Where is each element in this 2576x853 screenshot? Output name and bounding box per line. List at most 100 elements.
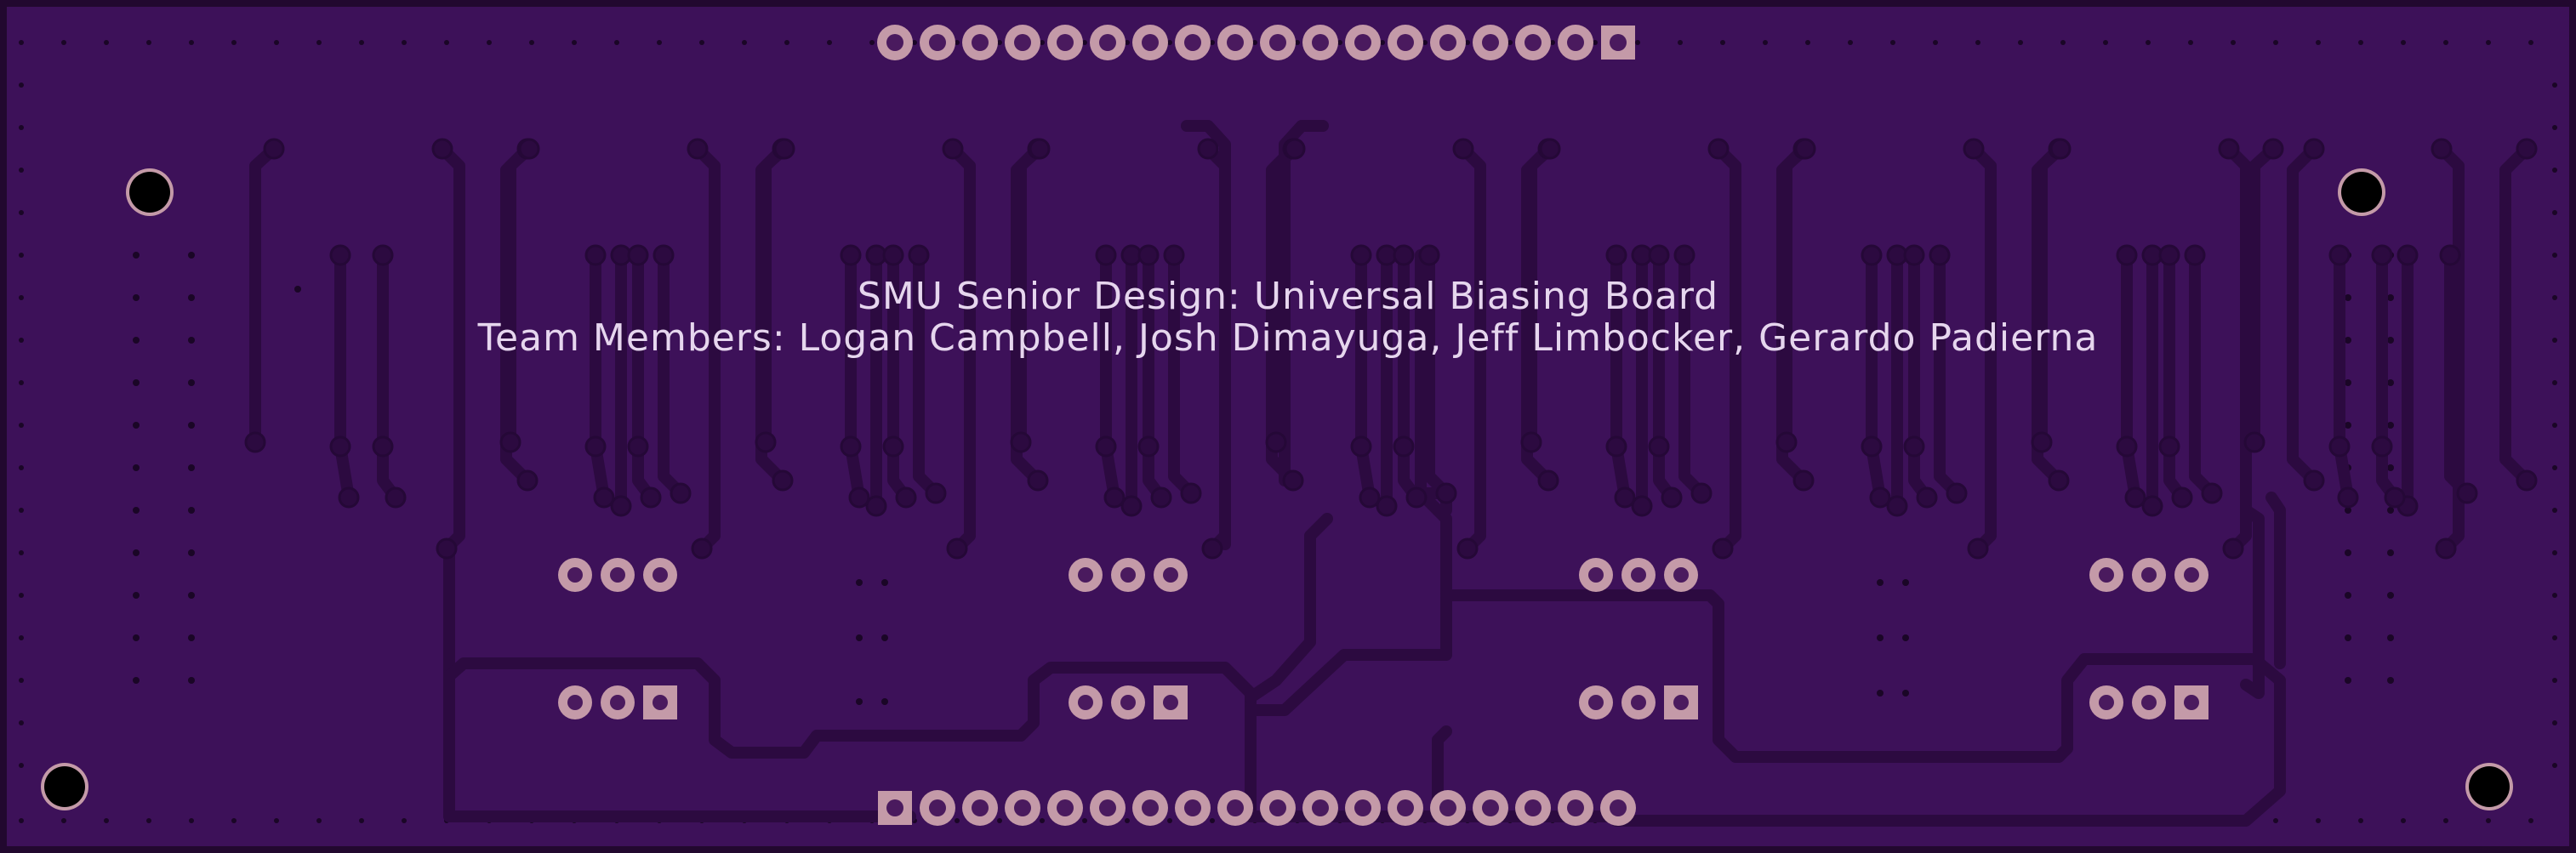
trace-via (2337, 486, 2359, 509)
via (2401, 818, 2406, 823)
trace-via (1861, 244, 1883, 266)
via (1295, 40, 1300, 45)
trace-via (2396, 244, 2419, 266)
trace-via (670, 482, 692, 504)
pin-hole (1120, 567, 1136, 583)
trace-via (2456, 482, 2478, 504)
trace-via (687, 138, 709, 160)
via (856, 579, 863, 586)
via (1210, 40, 1215, 45)
trace-via (2048, 469, 2070, 492)
pin-hole (1567, 34, 1584, 51)
via (2552, 210, 2557, 215)
via (104, 40, 109, 45)
via (1082, 40, 1087, 45)
pin-hole (1588, 695, 1604, 710)
pin-hole (886, 34, 903, 51)
trace-via (1418, 244, 1440, 266)
via (1877, 690, 1884, 697)
via (856, 698, 863, 705)
via (1975, 40, 1980, 45)
pin-hole (1269, 34, 1286, 51)
pin-hole (972, 799, 989, 816)
via (2345, 592, 2351, 599)
pin-hole (1610, 34, 1627, 51)
via (2387, 549, 2394, 556)
mounting-hole (44, 766, 85, 807)
via (2552, 423, 2557, 428)
via (1805, 40, 1810, 45)
trace-via (1537, 469, 1559, 492)
via (19, 635, 24, 640)
trace-via (244, 431, 266, 453)
trace-via (1707, 138, 1730, 160)
via (316, 818, 322, 823)
via (188, 549, 195, 556)
via (2552, 550, 2557, 555)
trace-via (1350, 244, 1372, 266)
pin-hole (653, 695, 668, 710)
trace-via (2116, 244, 2138, 266)
pin-hole (1163, 567, 1178, 583)
trace-via (1605, 244, 1627, 266)
via (1422, 40, 1428, 45)
pin-hole (1610, 799, 1627, 816)
via (2273, 40, 2278, 45)
trace-via (1284, 138, 1306, 160)
via (1125, 818, 1130, 823)
trace-via (773, 138, 795, 160)
trace-via (338, 486, 360, 509)
via (19, 508, 24, 513)
via (1902, 690, 1909, 697)
pin-hole (1397, 799, 1414, 816)
copper-trace (1181, 120, 1231, 550)
trace-via (499, 431, 521, 453)
via (487, 40, 492, 45)
trace-via (1967, 537, 1989, 560)
via (189, 818, 194, 823)
pin-hole (929, 34, 946, 51)
via (61, 40, 66, 45)
pin-hole (567, 695, 583, 710)
via (2316, 818, 2321, 823)
via (188, 507, 195, 514)
via (856, 634, 863, 641)
via (2528, 818, 2533, 823)
pin-hole (1439, 799, 1456, 816)
via (133, 252, 140, 259)
trace-via (1376, 495, 1398, 517)
via (2387, 592, 2394, 599)
pin-hole (1525, 799, 1542, 816)
via (1337, 40, 1342, 45)
via (657, 40, 662, 45)
via (19, 338, 24, 343)
via (188, 252, 195, 259)
pin-hole (1120, 695, 1136, 710)
via (274, 818, 279, 823)
via (2401, 40, 2406, 45)
via (19, 763, 24, 768)
mounting-holes (41, 168, 2513, 810)
pin-hole (1184, 34, 1201, 51)
mounting-hole (2341, 172, 2382, 213)
pin-hole (1525, 34, 1542, 51)
trace-via (627, 244, 649, 266)
pin-hole (1354, 799, 1371, 816)
trace-via (1456, 537, 1479, 560)
via (2552, 125, 2557, 130)
trace-via (1393, 244, 1415, 266)
via (2345, 634, 2351, 641)
pin-hole (1099, 34, 1116, 51)
via (19, 210, 24, 215)
via (2387, 379, 2394, 386)
trace-via (2431, 138, 2453, 160)
trace-via (2439, 244, 2461, 266)
via (2273, 818, 2278, 823)
pin-hole (1482, 799, 1499, 816)
trace-via (385, 486, 407, 509)
mounting-hole (2469, 766, 2510, 807)
pin-hole (972, 34, 989, 51)
trace-via (772, 469, 794, 492)
trace-via (1120, 495, 1143, 517)
